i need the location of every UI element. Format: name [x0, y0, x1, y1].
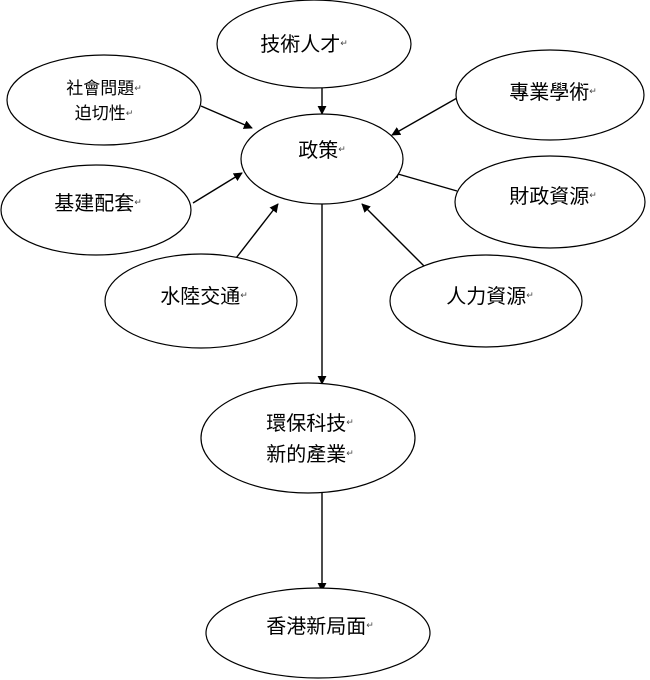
node-human-resources: 人力資源↵	[389, 254, 583, 348]
node-social-issues-shape	[6, 54, 202, 146]
node-social-issues: 社會問題↵ 迫切性↵	[6, 54, 202, 146]
node-infrastructure-shape	[0, 164, 192, 256]
node-professional-academic-label: 專業學術	[509, 80, 589, 104]
arrow-transport-to-policy	[232, 203, 279, 263]
node-hong-kong-new-outlook-shape	[205, 587, 431, 679]
node-policy-shape	[240, 113, 404, 205]
node-financial-resources-label: 財政資源	[509, 184, 589, 208]
svg-text:人力資源↵: 人力資源↵	[446, 284, 534, 308]
node-technical-talent-shape	[216, 0, 412, 89]
node-land-sea-transport-shape	[104, 253, 298, 349]
paragraph-mark: ↵	[346, 418, 354, 428]
paragraph-mark: ↵	[134, 198, 142, 208]
paragraph-mark: ↵	[589, 191, 597, 201]
node-infrastructure-label: 基建配套	[54, 191, 134, 215]
svg-text:政策↵: 政策↵	[298, 138, 346, 162]
svg-text:專業學術↵: 專業學術↵	[509, 80, 597, 104]
svg-text:技術人才↵: 技術人才↵	[260, 32, 348, 56]
node-social-issues-label-line2: 迫切性	[75, 104, 126, 124]
node-green-tech-label-line1: 環保科技	[266, 411, 346, 435]
node-green-tech-label-line2: 新的產業	[266, 442, 346, 466]
node-policy-label: 政策	[298, 138, 338, 162]
arrow-manpower-to-policy	[361, 203, 426, 268]
svg-text:社會問題↵: 社會問題↵	[66, 79, 142, 99]
node-hong-kong-new-outlook: 香港新局面↵	[205, 587, 431, 679]
paragraph-mark: ↵	[240, 291, 248, 301]
svg-text:迫切性↵: 迫切性↵	[75, 104, 134, 124]
paragraph-mark: ↵	[134, 84, 142, 94]
node-policy: 政策↵	[240, 113, 404, 205]
node-professional-academic-shape	[455, 49, 645, 141]
paragraph-mark: ↵	[589, 87, 597, 97]
paragraph-mark: ↵	[366, 621, 374, 631]
node-financial-resources: 財政資源↵	[454, 155, 646, 249]
node-technical-talent-label: 技術人才	[260, 32, 340, 56]
node-human-resources-label: 人力資源	[446, 284, 526, 308]
svg-text:水陸交通↵: 水陸交通↵	[160, 284, 248, 308]
node-green-tech-new-industry-shape	[200, 382, 416, 494]
svg-text:基建配套↵: 基建配套↵	[54, 191, 142, 215]
node-human-resources-shape	[389, 254, 583, 348]
arrow-finance-to-policy	[390, 169, 458, 192]
svg-text:香港新局面↵: 香港新局面↵	[266, 614, 374, 638]
node-professional-academic: 專業學術↵	[455, 49, 645, 141]
node-social-issues-label-line1: 社會問題	[66, 79, 134, 99]
node-financial-resources-shape	[454, 155, 646, 249]
node-technical-talent: 技術人才↵	[216, 0, 412, 89]
paragraph-mark: ↵	[126, 109, 134, 119]
paragraph-mark: ↵	[526, 291, 534, 301]
node-hong-kong-new-outlook-label: 香港新局面	[266, 614, 366, 638]
edges	[192, 88, 458, 592]
node-land-sea-transport-label: 水陸交通	[160, 284, 240, 308]
svg-text:環保科技↵: 環保科技↵	[266, 411, 354, 435]
node-land-sea-transport: 水陸交通↵	[104, 253, 298, 349]
svg-text:財政資源↵: 財政資源↵	[509, 184, 597, 208]
paragraph-mark: ↵	[340, 39, 348, 49]
arrow-infrastructure-to-policy	[192, 172, 243, 204]
node-infrastructure: 基建配套↵	[0, 164, 192, 256]
arrow-social-to-policy	[200, 105, 253, 129]
node-green-tech-new-industry: 環保科技↵ 新的產業↵	[200, 382, 416, 494]
arrow-academic-to-policy	[391, 97, 458, 136]
svg-text:新的產業↵: 新的產業↵	[266, 442, 354, 466]
paragraph-mark: ↵	[338, 145, 346, 155]
paragraph-mark: ↵	[346, 449, 354, 459]
